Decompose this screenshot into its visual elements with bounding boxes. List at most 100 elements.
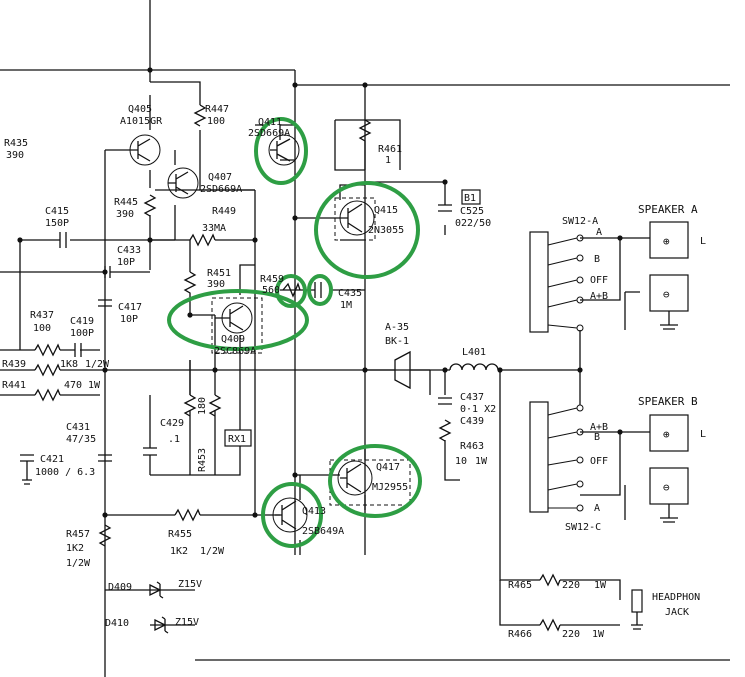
r441-watt: 1W [88,380,101,391]
speaker-a-minus-symbol: ⊖ [663,288,670,301]
r457-value: 1K2 [66,543,84,554]
r455-value: 1K2 [170,546,188,557]
r453-resistor [183,360,197,417]
r466-label: R466 [508,629,532,640]
r435-value: 390 [6,150,24,161]
zener-diodes [149,581,169,634]
q413-highlight-circle [261,482,323,548]
c431-capacitor [98,454,112,462]
c433-capacitor [104,266,111,278]
c525-value: 022/50 [455,218,491,229]
speaker-b-minus-symbol: ⊖ [663,481,670,494]
r455-watt: 1/2W [200,546,225,557]
speaker-b-l-label: L [700,429,706,440]
r453-label: R453 [197,448,208,472]
l401-inductor [449,363,499,371]
r461-label: R461 [378,144,402,155]
rx1-box [224,429,252,447]
c429-label: C429 [160,418,184,429]
b1-label: B1 [464,193,476,204]
wires [0,0,730,677]
q415-label: Q415 [374,205,398,216]
c437-capacitor [438,397,452,405]
c429-capacitor [143,395,157,456]
speaker-a-plus-symbol: ⊕ [663,235,670,248]
d409-zener [149,581,164,599]
q415-highlight-circle [314,181,420,279]
c415-capacitor [59,232,67,248]
d409-value: Z15V [178,579,202,590]
capacitors [20,204,452,485]
sw12-a-switch [529,231,584,333]
r459-label: R459 [260,274,284,285]
c421-value: 1000 / 6.3 [35,467,95,478]
q417-type-label: MJ2955 [372,482,408,493]
sw-a-pos-a: A [596,227,602,238]
sw-a-pos-b: B [594,254,600,265]
speaker-b-minus-terminal [649,467,689,505]
q409-label: Q409 [221,334,245,345]
r459-value: 560 [262,285,280,296]
r447-label: R447 [205,104,229,115]
q413-type-label: 2SB649A [302,526,344,537]
c419-capacitor [74,343,82,357]
b1-box [461,189,481,205]
q411-type-label: 2SD669A [248,128,290,139]
c435-value: 1M [340,300,352,311]
c431-value: 47/35 [66,434,96,445]
q417-label: Q417 [376,462,400,473]
r455-resistor [174,508,201,522]
sw-c-pos-off: OFF [590,456,608,467]
sw12-c-label: SW12-C [565,522,601,533]
green-highlights [167,117,422,548]
d410-zener [154,616,169,634]
c417-value: 10P [120,314,138,325]
bk1-label: BK-1 [385,336,409,347]
c415-label: C415 [45,206,69,217]
r451-label: R451 [207,268,231,279]
r463-resistor [438,419,452,442]
c433-value: 10P [117,257,135,268]
r466-resistor [539,618,561,632]
q405-label: Q405 [128,104,152,115]
r441-label: R441 [2,380,26,391]
r463-watt: 1W [475,456,488,467]
c417-capacitor [98,299,112,307]
r437-value: 100 [33,323,51,334]
sw-c-pos-b: B [594,432,600,443]
c435-highlight-circle [307,274,333,306]
r465-value: 220 [562,580,580,591]
r449-value: 33MA [202,223,226,234]
r439-resistor [34,363,61,377]
c435-capacitor [314,282,322,298]
r439-watt: 1/2W [85,359,110,370]
speaker-a-label: SPEAKER A [638,203,698,216]
c429-value: .1 [168,434,180,445]
q407-label: Q407 [208,172,232,183]
r463-value: 10 [455,456,467,467]
r455-label: R455 [168,529,192,540]
r457-watt: 1/2W [66,558,91,569]
c421-capacitor [20,454,34,485]
d410-value: Z15V [175,617,199,628]
c437-label: C437 [460,392,484,403]
r453-value: 180 [197,397,208,415]
sw12-a-label: SW12-A [562,216,598,227]
c417-label: C417 [118,302,142,313]
q415-type-label: 2N3055 [368,225,404,236]
r445-label: R445 [114,197,138,208]
resistors [34,104,561,632]
speaker-b-plus-terminal [649,414,689,452]
sw12-c-switch [529,401,584,513]
c421-label: C421 [40,454,64,465]
c525-label: C525 [460,206,484,217]
r439-value: 1K8 [60,359,78,370]
r435-label: R435 [4,138,28,149]
r459-highlight-circle [275,274,307,308]
rx1-label: RX1 [228,434,246,445]
q413-transistor [272,497,308,533]
sw-c-pos-a: A [594,503,600,514]
r441-value: 470 [64,380,82,391]
r449-label: R449 [212,206,236,217]
junctions [17,67,623,518]
